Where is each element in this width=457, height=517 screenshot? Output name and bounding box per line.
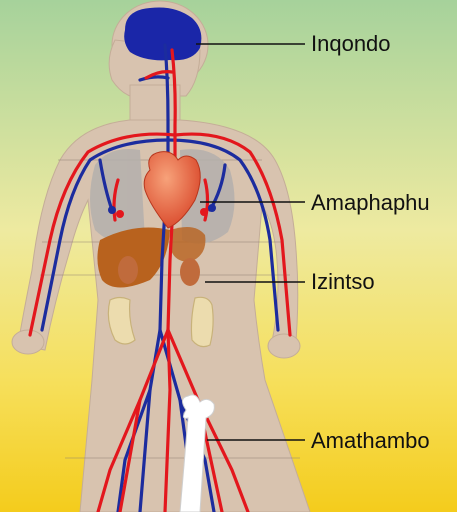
label-kidneys: Izintso (311, 271, 375, 293)
label-bones: Amathambo (311, 430, 430, 452)
label-brain: Inqondo (311, 33, 391, 55)
label-lungs: Amaphaphu (311, 192, 430, 214)
